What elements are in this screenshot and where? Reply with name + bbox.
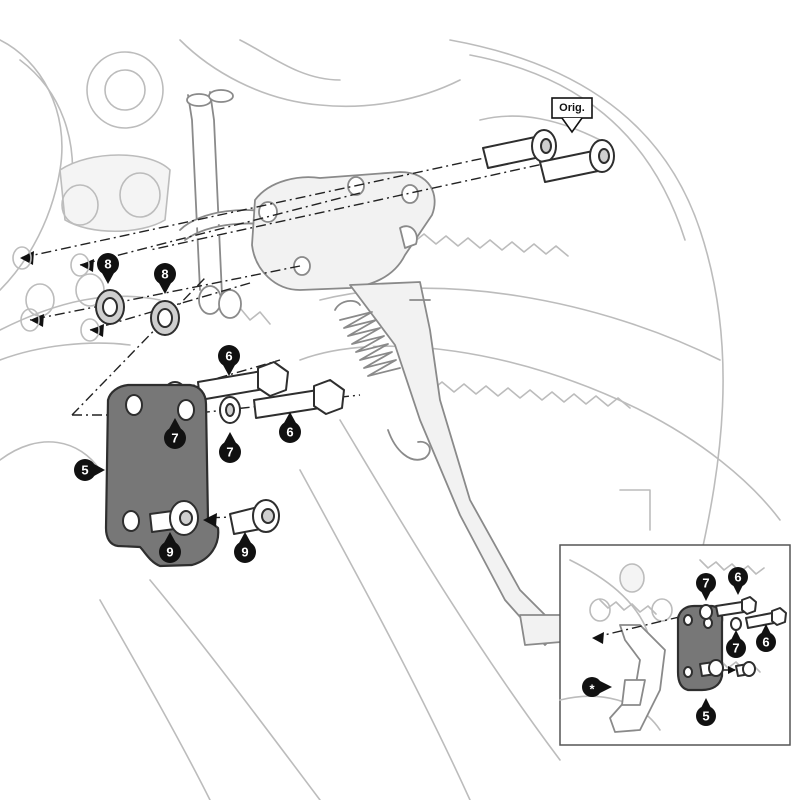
svg-text:8: 8 (161, 267, 168, 282)
callout-6-b: 6 (279, 412, 301, 443)
spacer-1 (95, 289, 125, 325)
svg-text:5: 5 (81, 463, 88, 478)
svg-text:7: 7 (171, 431, 178, 446)
arrow-hole-4 (90, 324, 104, 337)
original-bolt-2 (539, 139, 615, 183)
original-bolt-1 (482, 129, 557, 169)
callout-6-a: 6 (218, 345, 240, 376)
bracket-plate (104, 383, 220, 568)
svg-text:7: 7 (226, 445, 233, 460)
svg-text:8: 8 (104, 257, 111, 272)
svg-text:7: 7 (732, 641, 739, 656)
hex-bolt-2 (253, 379, 345, 419)
direction-arrows (12, 246, 217, 527)
inset-callout-7-a: 7 (696, 573, 716, 601)
arrow-hole-3 (30, 314, 44, 327)
callout-7-b: 7 (219, 432, 241, 463)
svg-text:9: 9 (241, 545, 248, 560)
svg-text:*: * (589, 682, 595, 697)
hex-bolt-1 (197, 361, 289, 401)
inset-callout-star: * (582, 677, 612, 697)
callout-7-a: 7 (164, 418, 186, 449)
svg-text:6: 6 (734, 570, 741, 585)
svg-text:6: 6 (286, 425, 293, 440)
arrow-hole-2 (80, 259, 94, 272)
inset-callout-5: 5 (696, 698, 716, 726)
cap-screw-1 (149, 500, 199, 536)
orig-label: Orig. (551, 97, 593, 134)
svg-text:5: 5 (702, 709, 709, 724)
inset-view: 7 6 7 6 5 * (559, 544, 791, 746)
svg-text:6: 6 (762, 635, 769, 650)
callout-8-b: 8 (154, 263, 176, 294)
svg-text:6: 6 (225, 349, 232, 364)
orig-label-text: Orig. (559, 102, 585, 114)
callout-9-b: 9 (234, 532, 256, 563)
washer-2 (219, 396, 241, 424)
spacer-2 (150, 300, 180, 336)
inset-callout-6-b: 6 (756, 624, 776, 652)
callout-5: 5 (74, 459, 105, 481)
svg-text:7: 7 (702, 576, 709, 591)
side-stand (251, 171, 586, 646)
arrow-screw (203, 513, 217, 527)
callout-8-a: 8 (97, 253, 119, 284)
cap-screw-2 (229, 499, 280, 535)
callout-9-a: 9 (159, 532, 181, 563)
inset-callout-7-b: 7 (726, 630, 746, 658)
inset-callout-6-a: 6 (728, 567, 748, 595)
svg-text:9: 9 (166, 545, 173, 560)
